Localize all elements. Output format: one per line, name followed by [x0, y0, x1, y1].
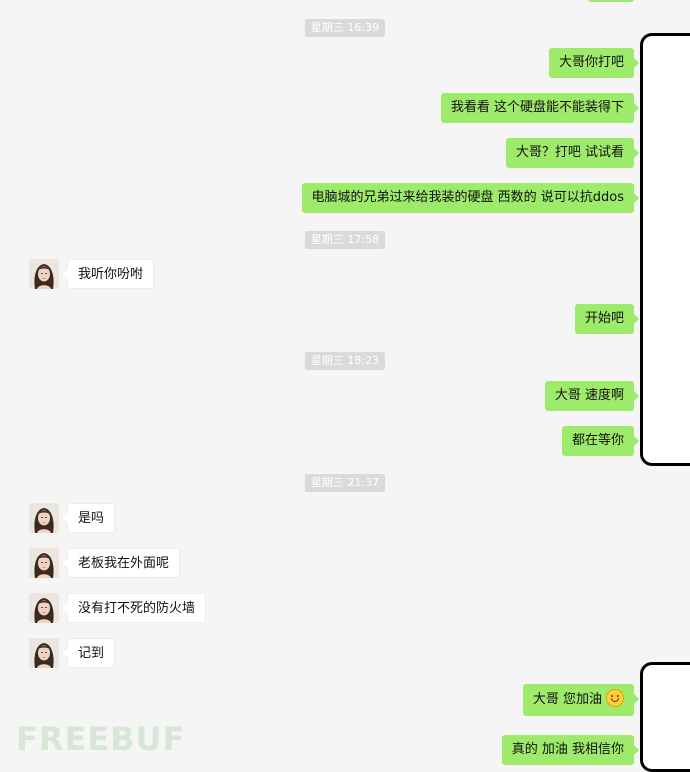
watermark-logo: FREEBUF — [16, 720, 186, 758]
avatar[interactable] — [29, 503, 59, 533]
outgoing-message[interactable]: 真的 加油 我相信你 — [501, 735, 640, 765]
time-separator: 星期三 17:58 — [304, 231, 386, 249]
avatar[interactable] — [29, 593, 59, 623]
outgoing-message[interactable]: 大哥？打吧 试试看 — [505, 138, 640, 168]
outgoing-message[interactable]: 都在等你 — [561, 426, 640, 456]
time-separator: 星期三 16:39 — [304, 19, 386, 37]
time-separator: 星期三 21:37 — [304, 474, 386, 492]
outgoing-message[interactable]: 开始吧 — [574, 304, 640, 334]
outgoing-bubble-partial — [588, 0, 634, 2]
outgoing-message[interactable]: 我看看 这个硬盘能不能装得下 — [440, 93, 640, 123]
smile-emoji-icon — [606, 688, 624, 707]
incoming-message[interactable]: 我听你吩咐 — [62, 259, 155, 289]
time-separator: 星期三 18:23 — [304, 352, 386, 370]
outgoing-message[interactable]: 大哥 您加油 — [522, 684, 640, 716]
redaction-box — [640, 33, 690, 466]
avatar[interactable] — [29, 259, 59, 289]
avatar[interactable] — [29, 638, 59, 668]
redaction-box — [640, 662, 690, 772]
incoming-message[interactable]: 老板我在外面呢 — [62, 548, 181, 578]
incoming-message[interactable]: 是吗 — [62, 503, 116, 533]
outgoing-message[interactable]: 大哥 速度啊 — [544, 381, 640, 411]
message-text: 大哥 您加油 — [532, 692, 602, 707]
incoming-message[interactable]: 记到 — [62, 638, 116, 668]
incoming-message[interactable]: 没有打不死的防火墙 — [62, 593, 207, 623]
outgoing-message[interactable]: 电脑城的兄弟过来给我装的硬盘 西数的 说可以抗ddos — [301, 183, 639, 213]
outgoing-message[interactable]: 大哥你打吧 — [548, 48, 640, 78]
avatar[interactable] — [29, 548, 59, 578]
